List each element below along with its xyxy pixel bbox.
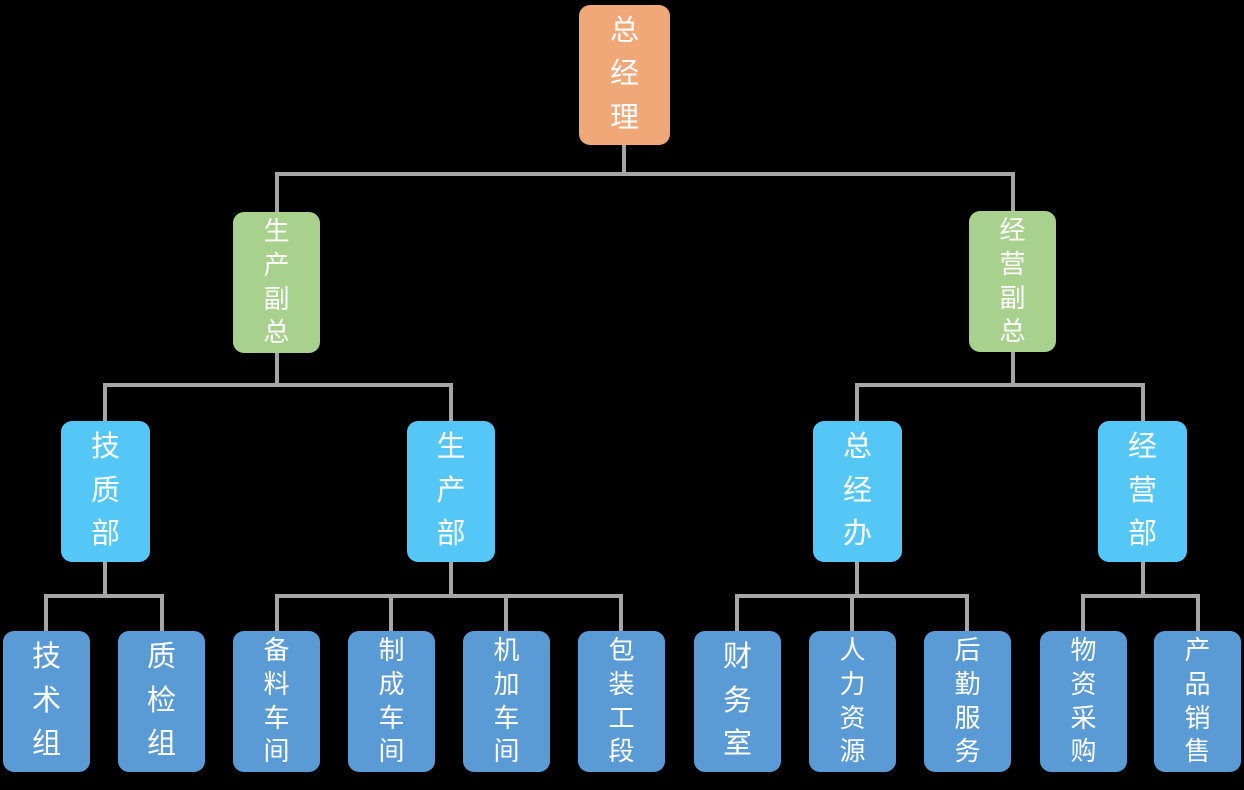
connector-production-dept-to-workshops bbox=[275, 562, 623, 631]
node-label: 物资采购 bbox=[1070, 634, 1097, 767]
node-general-manager: 总经理 bbox=[579, 5, 670, 145]
node-label: 技术组 bbox=[32, 641, 62, 761]
node-label: 机加车间 bbox=[493, 634, 520, 767]
node-operations-vice-gm: 经营副总 bbox=[969, 211, 1056, 352]
node-label: 人力资源 bbox=[839, 634, 866, 767]
node-label: 制成车间 bbox=[378, 634, 405, 767]
node-label: 财务室 bbox=[723, 641, 753, 761]
node-label: 后勤服务 bbox=[954, 634, 981, 767]
connector-operations-vp-to-depts bbox=[855, 352, 1145, 421]
node-production-vice-gm: 生产副总 bbox=[233, 212, 320, 353]
connector-gm-to-vps bbox=[275, 145, 1015, 212]
node-material-prep-workshop: 备料车间 bbox=[233, 631, 320, 772]
connector-tech-quality-dept-to-groups bbox=[44, 562, 164, 631]
node-finance-office: 财务室 bbox=[694, 631, 781, 772]
node-label: 包装工段 bbox=[608, 634, 635, 767]
node-general-manager-office: 总经办 bbox=[813, 421, 902, 562]
node-tech-quality-dept: 技质部 bbox=[61, 421, 150, 562]
connector-production-vp-to-depts bbox=[103, 353, 453, 421]
node-label: 经营副总 bbox=[999, 214, 1026, 347]
node-quality-inspection-group: 质检组 bbox=[118, 631, 205, 772]
node-product-sales: 产品销售 bbox=[1154, 631, 1241, 772]
node-technology-group: 技术组 bbox=[3, 631, 90, 772]
node-label: 总经办 bbox=[843, 431, 873, 551]
node-label: 经营部 bbox=[1128, 431, 1158, 551]
node-operations-dept: 经营部 bbox=[1098, 421, 1187, 562]
connector-operations-dept-to-units bbox=[1081, 562, 1200, 631]
connector-gm-office-to-units bbox=[735, 562, 969, 631]
node-production-dept: 生产部 bbox=[407, 421, 495, 562]
node-label: 质检组 bbox=[147, 641, 177, 761]
node-label: 备料车间 bbox=[263, 634, 290, 767]
node-machining-workshop: 机加车间 bbox=[463, 631, 550, 772]
node-label: 总经理 bbox=[610, 14, 640, 134]
node-label: 产品销售 bbox=[1184, 634, 1211, 767]
node-label: 生产部 bbox=[436, 431, 466, 551]
node-fabrication-workshop: 制成车间 bbox=[348, 631, 435, 772]
node-packaging-section: 包装工段 bbox=[578, 631, 665, 772]
node-logistics-services: 后勤服务 bbox=[924, 631, 1011, 772]
node-materials-purchasing: 物资采购 bbox=[1040, 631, 1127, 772]
node-label: 技质部 bbox=[91, 431, 121, 551]
node-human-resources: 人力资源 bbox=[809, 631, 896, 772]
node-label: 生产副总 bbox=[263, 215, 290, 348]
